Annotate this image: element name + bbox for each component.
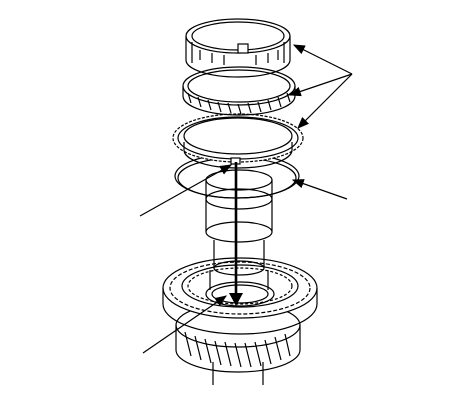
helical-teeth	[184, 331, 291, 368]
main-shaft	[205, 169, 273, 276]
gear-cluster	[162, 257, 318, 385]
top-synchro-ring	[185, 18, 291, 78]
middle-cone-ring	[182, 66, 296, 116]
toothed-synchro-ring	[172, 113, 304, 169]
leader-arrows	[139, 44, 353, 354]
alignment-arrowhead	[229, 293, 243, 306]
